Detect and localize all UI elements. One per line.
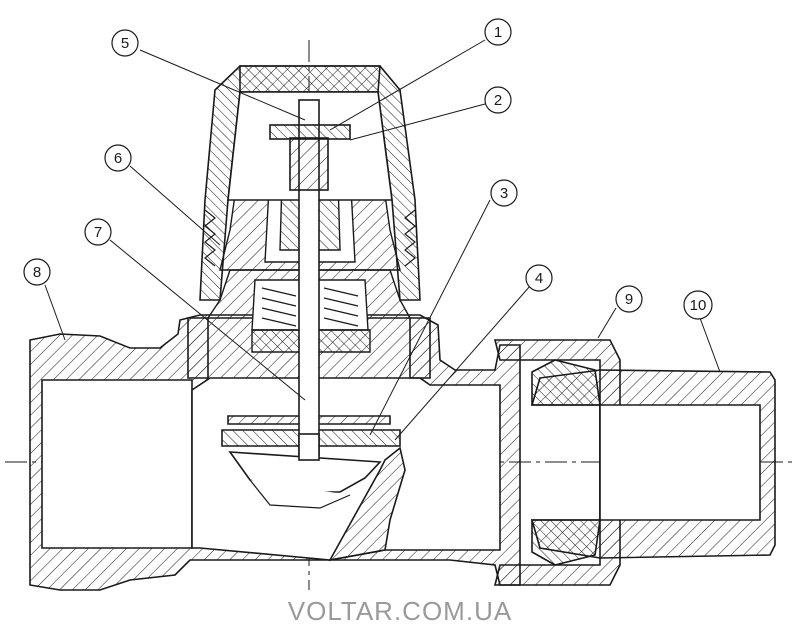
callout-label: 1 <box>494 24 502 41</box>
union-hex-lower <box>531 519 601 566</box>
stem-head <box>269 124 351 140</box>
leader-3 <box>369 199 491 436</box>
valve-body <box>29 314 521 591</box>
stem-collar <box>289 137 329 191</box>
leader-2 <box>349 103 486 141</box>
callout-label: 3 <box>500 185 508 202</box>
bonnet-neck <box>187 317 209 379</box>
seat-cup-lower <box>249 479 351 509</box>
callout-label: 4 <box>535 270 543 287</box>
leader-5 <box>139 49 306 121</box>
watermark-text: VOLTAR.COM.UA <box>287 596 513 626</box>
callouts: 1 2 3 4 5 6 7 8 <box>23 18 713 320</box>
union-nut <box>493 339 621 586</box>
callout-label: 2 <box>494 92 502 109</box>
leader-8 <box>44 284 66 341</box>
leader-lines <box>44 39 721 441</box>
tailpiece-bore <box>599 404 761 521</box>
callout-4: 4 <box>525 264 553 292</box>
callout-9: 9 <box>615 285 643 313</box>
leader-6 <box>129 165 221 246</box>
cap-top <box>239 65 381 93</box>
left-bore <box>41 379 193 549</box>
bonnet-neck-right <box>409 317 431 379</box>
leader-1 <box>329 39 486 131</box>
spring <box>261 287 359 327</box>
callout-1: 1 <box>484 18 512 46</box>
leader-4 <box>394 285 531 441</box>
stem-tip <box>298 433 320 461</box>
callout-6: 6 <box>104 144 132 172</box>
leader-10 <box>699 317 721 373</box>
callout-5: 5 <box>111 29 139 57</box>
callout-3: 3 <box>490 179 518 207</box>
callout-label: 5 <box>121 35 129 52</box>
callout-label: 6 <box>114 150 122 167</box>
callout-7: 7 <box>84 218 112 246</box>
leader-7 <box>109 239 306 401</box>
callout-2: 2 <box>484 86 512 114</box>
union-hex <box>531 359 601 406</box>
seat-wall <box>328 446 406 562</box>
callout-8: 8 <box>23 258 51 286</box>
leader-9 <box>597 307 617 339</box>
callout-label: 8 <box>33 264 41 281</box>
callout-label: 9 <box>625 291 633 308</box>
callout-label: 10 <box>690 297 707 314</box>
union-assembly <box>493 339 776 586</box>
valve-stem <box>269 99 351 461</box>
callout-label: 7 <box>94 224 102 241</box>
callout-10: 10 <box>683 290 713 320</box>
